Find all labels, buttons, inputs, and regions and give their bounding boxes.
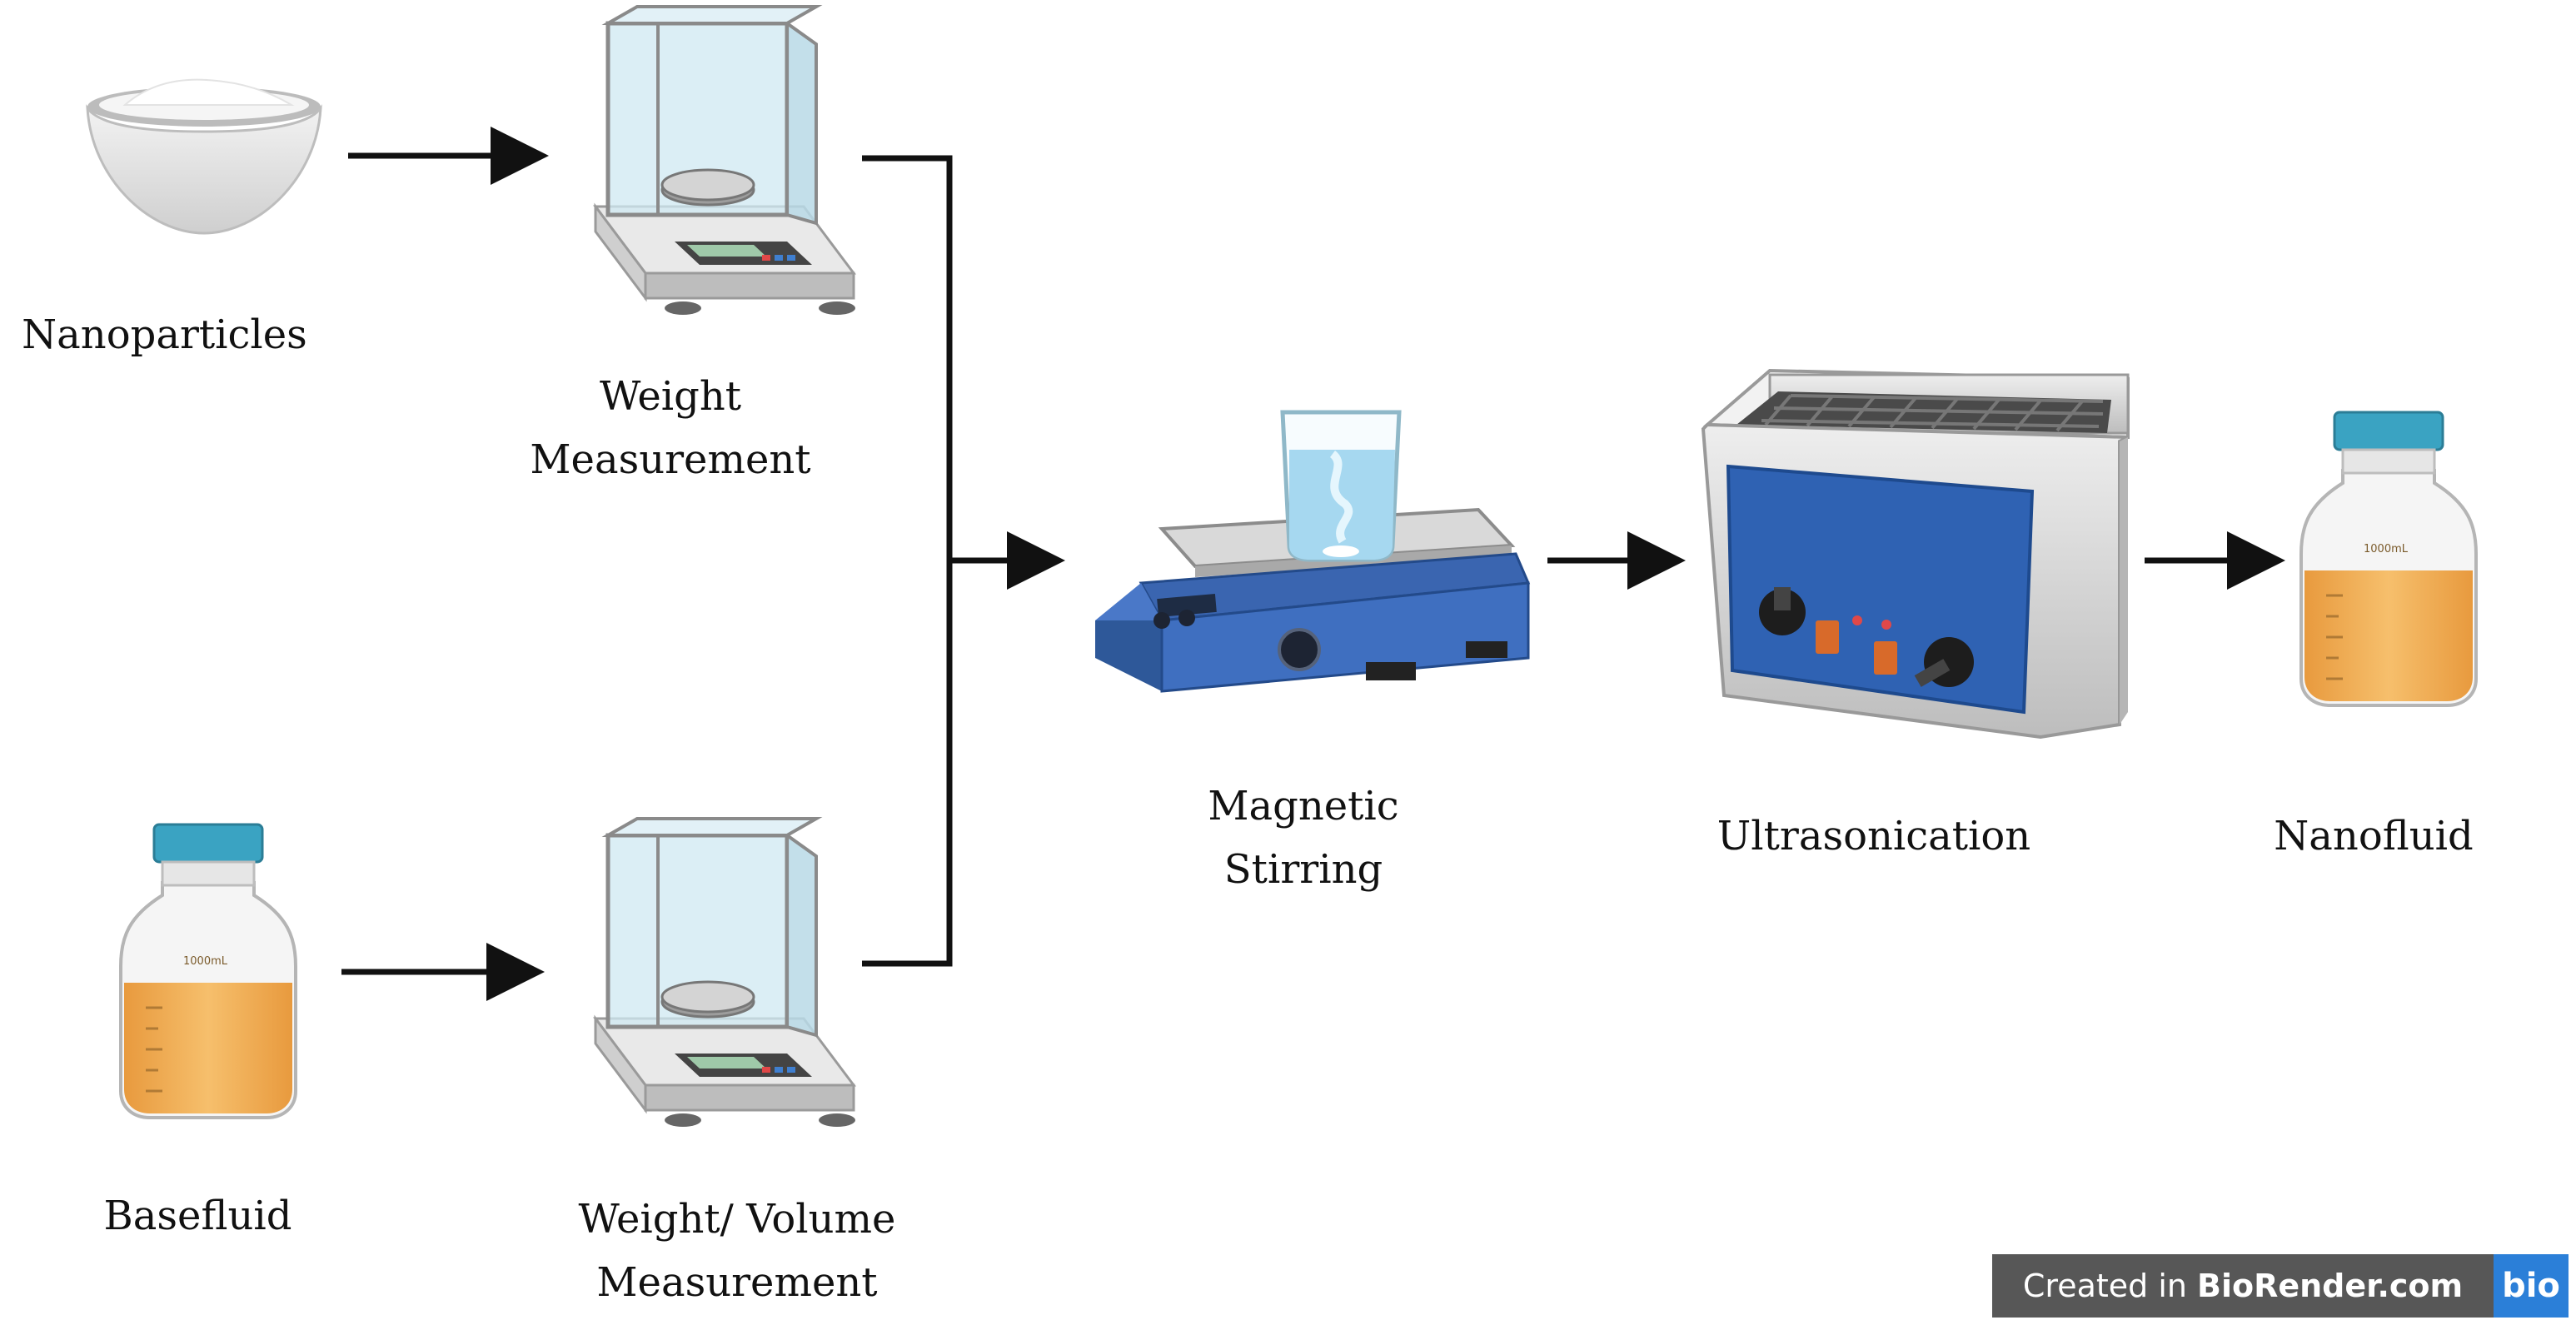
bottle-volume-label: 1000mL bbox=[183, 955, 228, 968]
label-nanoparticles: Nanoparticles bbox=[22, 311, 307, 358]
label-basefluid: Basefluid bbox=[103, 1193, 292, 1239]
label-magnetic-stirring: Magnetic Stirring bbox=[1153, 775, 1453, 901]
label-nanofluid: Nanofluid bbox=[2274, 813, 2474, 859]
label-line: Magnetic bbox=[1208, 783, 1399, 829]
bowl-powder-icon bbox=[86, 78, 322, 235]
flow-connectors bbox=[341, 127, 2285, 1001]
balance-icon bbox=[595, 7, 855, 315]
merge-line bbox=[862, 155, 953, 967]
label-line: Weight/ Volume bbox=[578, 1196, 896, 1243]
watermark-prefix: Created in bbox=[2022, 1268, 2187, 1304]
biorender-watermark: Created in BioRender.com bio bbox=[1992, 1254, 2569, 1318]
balance-icon bbox=[595, 819, 855, 1127]
label-weight-measurement: Weight Measurement bbox=[487, 365, 854, 491]
label-line: Stirring bbox=[1223, 846, 1383, 893]
label-ultrasonication: Ultrasonication bbox=[1717, 813, 2031, 859]
ultrasonic-bath-icon bbox=[1701, 368, 2130, 740]
label-line: Measurement bbox=[530, 436, 811, 483]
label-line: Weight bbox=[599, 373, 742, 420]
biorender-logo-icon: bio bbox=[2494, 1254, 2569, 1318]
magnetic-stirrer-icon bbox=[1095, 410, 1531, 693]
label-weight-volume-measurement: Weight/ Volume Measurement bbox=[533, 1188, 941, 1314]
label-line: Measurement bbox=[596, 1259, 878, 1306]
watermark-brand: BioRender.com bbox=[2196, 1268, 2464, 1304]
bottle-icon: 1000mL bbox=[119, 823, 297, 1119]
bottle-icon: 1000mL bbox=[2299, 411, 2478, 707]
watermark-text: Created in BioRender.com bbox=[1992, 1254, 2494, 1318]
bottle-volume-label: 1000mL bbox=[2364, 543, 2409, 555]
